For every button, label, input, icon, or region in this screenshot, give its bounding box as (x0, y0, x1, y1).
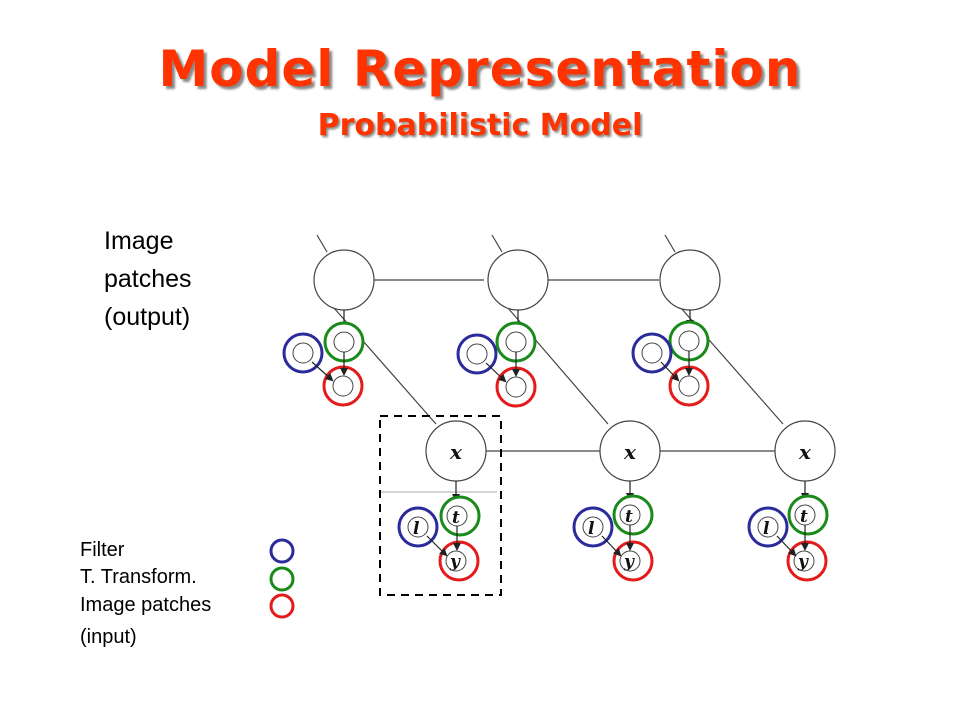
svg-text:l: l (413, 519, 420, 539)
svg-text:y: y (797, 552, 809, 572)
svg-text:t: t (625, 507, 633, 527)
svg-text:x: x (798, 440, 812, 464)
legend-filter-circle (269, 538, 295, 564)
legend-patches-label: Image patches (80, 594, 212, 616)
output-label-line1: Image (104, 227, 174, 255)
bottom-substructure-2: t l y (572, 481, 654, 582)
output-node (487, 249, 549, 311)
svg-text:l: l (763, 519, 770, 539)
x-node-1: x (425, 420, 487, 482)
highlight-box (379, 415, 502, 596)
top-substructure-3 (631, 310, 710, 407)
output-node (313, 249, 375, 311)
output-node (659, 249, 721, 311)
svg-text:l: l (588, 519, 595, 539)
svg-text:y: y (449, 552, 461, 572)
svg-text:y: y (623, 552, 635, 572)
slide-title: Model Representation (158, 40, 802, 98)
svg-text:t: t (452, 508, 460, 528)
x-node-2: x (599, 420, 661, 482)
svg-text:x: x (623, 440, 637, 464)
bottom-substructure-1: t l y (397, 481, 481, 582)
x-node-3: x (774, 420, 836, 482)
legend-patches-circle (269, 593, 295, 619)
slide-subtitle: Probabilistic Model (317, 108, 643, 143)
top-substructure-2 (456, 310, 537, 408)
svg-text:x: x (449, 440, 463, 464)
legend-transform-label: T. Transform. (80, 566, 197, 588)
legend-patches-sublabel: (input) (80, 626, 137, 648)
bottom-substructure-3: t l y (747, 481, 829, 582)
output-patches-label: Image patches (output) (104, 222, 192, 336)
top-substructure-1 (282, 310, 365, 407)
output-label-line3: (output) (104, 303, 191, 331)
legend-transform-circle (269, 566, 295, 592)
svg-text:t: t (800, 507, 808, 527)
output-label-line2: patches (104, 265, 192, 293)
legend-filter-label: Filter (80, 539, 125, 561)
